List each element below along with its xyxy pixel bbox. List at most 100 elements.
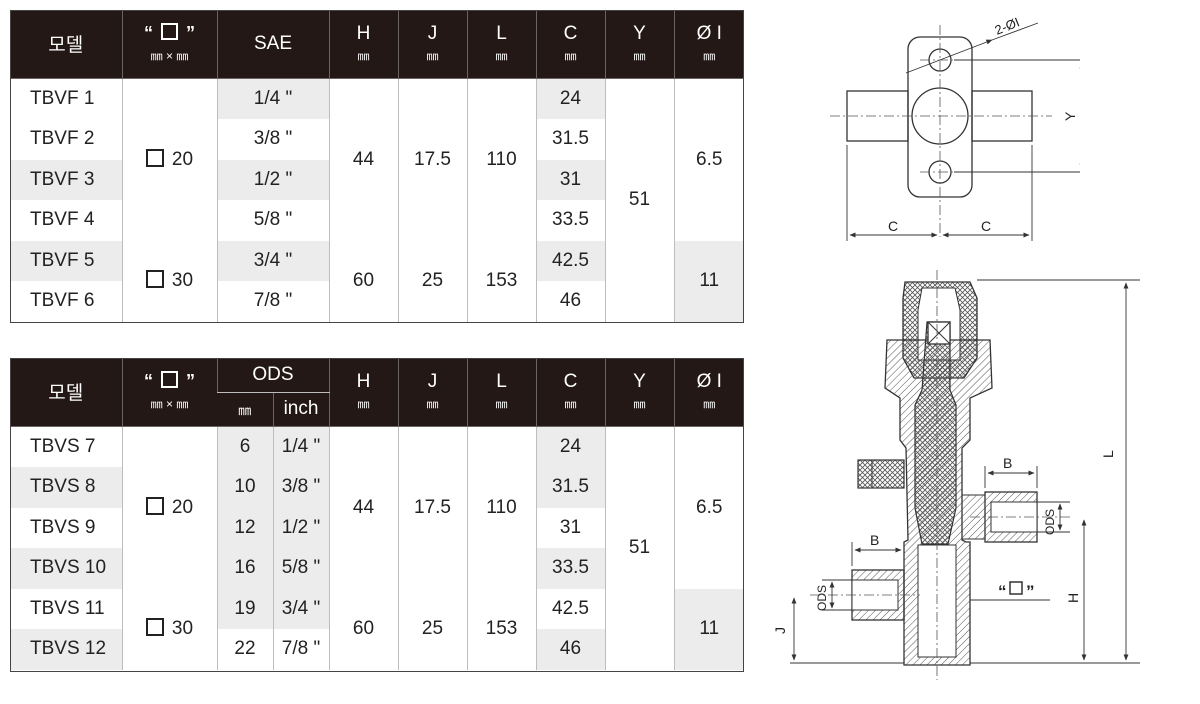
table-cell-ods-inch: 1/4 " xyxy=(272,426,329,467)
table-cell-ods-mm: 22 xyxy=(216,629,273,670)
table-cell-j: 17.5 xyxy=(397,78,467,241)
dim-y-label: Y xyxy=(1062,111,1078,121)
valve-stem xyxy=(914,321,957,545)
header-square: “” ㎜ × ㎜ xyxy=(121,10,217,79)
table-cell-ods-mm: 12 xyxy=(216,507,273,548)
table-cell-phi: 6.5 xyxy=(673,78,744,241)
table-cell-l: 153 xyxy=(466,240,536,322)
service-port xyxy=(857,459,905,489)
table-cell-model: TBVS 7 xyxy=(30,435,96,457)
table-cell-ods-inch: 5/8 " xyxy=(272,548,329,589)
table-cell-j: 25 xyxy=(397,240,467,322)
table-cell-c: 24 xyxy=(535,426,605,467)
dim-j-label: J xyxy=(772,627,788,634)
square-icon xyxy=(145,148,164,167)
square-icon xyxy=(161,371,178,389)
table-cell-ods-inch: 7/8 " xyxy=(272,629,329,670)
table-cell-c: 42.5 xyxy=(535,588,605,629)
table-cell-ods-mm: 10 xyxy=(216,467,273,508)
table-cell-c: 31 xyxy=(535,159,605,200)
dim-h-label: H xyxy=(1065,593,1081,603)
dim-ods-right-label: ODS xyxy=(1043,509,1057,535)
table-cell-sae: 7/8 " xyxy=(216,281,329,322)
table-cell-phi: 11 xyxy=(673,240,744,322)
header-square: “” ㎜ × ㎜ xyxy=(121,358,217,427)
table-cell-model: TBVF 1 xyxy=(30,87,95,109)
table-cell-model: TBVF 5 xyxy=(10,240,122,281)
dim-ods-left-label: ODS xyxy=(815,585,829,611)
dim-b-right-label: B xyxy=(1003,455,1012,471)
table-cell-c: 42.5 xyxy=(535,240,605,281)
header-model: 모델 xyxy=(10,358,122,427)
table-cell-c: 33.5 xyxy=(535,548,605,589)
table-cell-h: 60 xyxy=(328,588,398,670)
header-model: 모델 xyxy=(10,10,122,79)
table-cell-h: 60 xyxy=(328,240,398,322)
valve-top-view-drawing: 2-ØI Y C C xyxy=(830,14,1080,241)
table-cell-model: TBVF 3 xyxy=(10,159,122,200)
header-ods-mm: ㎜ xyxy=(217,392,273,427)
square-icon xyxy=(145,270,164,288)
svg-text:”: ” xyxy=(1026,582,1035,601)
table-cell-ods-inch: 1/2 " xyxy=(272,507,329,548)
square-icon xyxy=(161,23,178,41)
table-cell-sae: 3/4 " xyxy=(216,240,329,281)
table-cell-model: TBVS 8 xyxy=(10,467,122,508)
dim-c-left-label: C xyxy=(888,218,898,234)
table-cell-h: 44 xyxy=(328,426,398,589)
dim-l-label: L xyxy=(1100,450,1116,458)
header-ods: ODS xyxy=(216,358,329,393)
table-cell-phi: 6.5 xyxy=(673,426,744,589)
dim-c-right-label: C xyxy=(981,218,991,234)
svg-text:“: “ xyxy=(998,582,1007,601)
table-cell-c: 46 xyxy=(535,281,605,322)
table-cell-square: 30 xyxy=(121,240,217,322)
table-cell-c: 46 xyxy=(535,629,605,670)
table-cell-c: 24 xyxy=(535,78,605,119)
table-cell-ods-mm: 19 xyxy=(216,588,273,629)
table-cell-c: 33.5 xyxy=(535,200,605,241)
square-callout: “ ” xyxy=(998,581,1035,601)
square-icon xyxy=(1009,581,1023,595)
table-cell-c: 31.5 xyxy=(535,467,605,508)
table-cell-ods-inch: 3/8 " xyxy=(272,467,329,508)
table-cell-l: 110 xyxy=(466,78,536,241)
table-cell-ods-mm: 16 xyxy=(216,548,273,589)
table-cell-h: 44 xyxy=(328,78,398,241)
table-cell-model: TBVF 6 xyxy=(30,290,95,312)
table-cell-c: 31 xyxy=(535,507,605,548)
table-cell-square: 20 xyxy=(121,78,217,241)
table-cell-y: 51 xyxy=(604,426,674,670)
table-cell-j: 25 xyxy=(397,588,467,670)
table-cell-sae: 5/8 " xyxy=(216,200,329,241)
table-cell-c: 31.5 xyxy=(535,119,605,160)
table-cell-model: TBVF 2 xyxy=(30,128,95,150)
header-sae: SAE xyxy=(216,10,329,79)
square-icon xyxy=(145,618,164,636)
table-cell-ods-mm: 6 xyxy=(216,426,273,467)
table-cell-model: TBVS 11 xyxy=(30,597,105,619)
valve-section-drawing: L H J B B ODS ODS “ ” xyxy=(772,270,1140,680)
square-icon xyxy=(145,496,164,515)
table-cell-l: 110 xyxy=(466,426,536,589)
table-cell-model: TBVS 9 xyxy=(30,516,96,538)
table-cell-j: 17.5 xyxy=(397,426,467,589)
table-cell-sae: 1/2 " xyxy=(216,159,329,200)
table-cell-l: 153 xyxy=(466,588,536,670)
table-cell-ods-inch: 3/4 " xyxy=(272,588,329,629)
table-cell-model: TBVS 12 xyxy=(10,629,122,670)
table-cell-square: 30 xyxy=(121,588,217,670)
